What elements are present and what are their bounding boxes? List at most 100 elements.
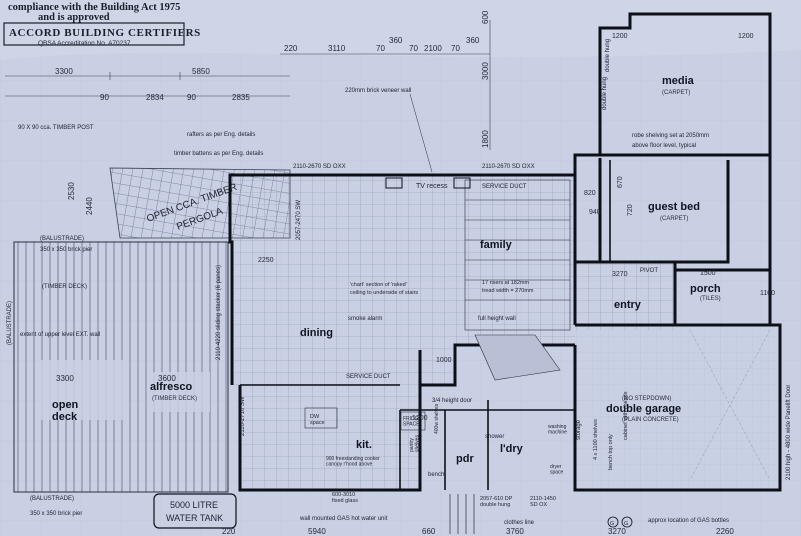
balustrade-bottom: (BALUSTRADE) bbox=[30, 496, 74, 502]
dim-3300-deck: 3300 bbox=[56, 374, 74, 383]
dim-3270-b: 3270 bbox=[608, 527, 626, 536]
door-2670-b: 2110-2670 SD OXX bbox=[482, 164, 535, 170]
brick-pier-top: 350 x 350 brick pier bbox=[40, 247, 92, 253]
timber-post-note: 90 X 90 cca. TIMBER POST bbox=[18, 125, 94, 131]
dim-2250: 2250 bbox=[258, 257, 274, 264]
extent-upper-note: extent of upper level EXT. wall bbox=[20, 332, 100, 338]
dim-2530: 2530 bbox=[67, 182, 76, 200]
balustrade-top: (BALUSTRADE) bbox=[40, 236, 84, 242]
smoke-alarm: smoke alarm bbox=[348, 316, 382, 322]
cabinet-note: cabinet with r'heads bbox=[623, 391, 629, 440]
gas-bottle-2 bbox=[621, 516, 633, 528]
brick-veneer-note: 220mm brick veneer wall bbox=[345, 88, 411, 94]
entry-steps bbox=[449, 494, 475, 534]
dw-box bbox=[304, 407, 338, 429]
alfresco-sub: (TIMBER DECK) bbox=[152, 396, 197, 402]
dim-360: 360 bbox=[389, 36, 403, 45]
certifier-line1: compliance with the Building Act 1975 bbox=[8, 2, 180, 13]
garage-floor bbox=[575, 325, 780, 490]
dim-2835: 2835 bbox=[232, 93, 250, 102]
height-door: 3/4 height door bbox=[432, 398, 472, 404]
tv-recess-box-1 bbox=[385, 177, 403, 189]
balustrade-side: (BALUSTRADE) bbox=[7, 301, 13, 345]
service-duct-top: SERVICE DUCT bbox=[482, 184, 527, 190]
gas-g1: G bbox=[610, 521, 614, 527]
shower-label: shower bbox=[485, 434, 504, 440]
certifier-name: ACCORD BUILDING CERTIFIERS bbox=[9, 27, 201, 39]
room-family: family bbox=[480, 239, 513, 251]
dim-3760: 3760 bbox=[506, 527, 524, 536]
media-window-1: double hung bbox=[605, 39, 611, 72]
certifier-stamp: compliance with the Building Act 1975 an… bbox=[3, 2, 201, 47]
dim-1800: 1800 bbox=[481, 130, 490, 148]
alfresco-label-bg bbox=[148, 372, 210, 412]
clothes-line: clothes line bbox=[504, 520, 535, 526]
dim-90-b: 90 bbox=[187, 93, 196, 102]
dim-660: 660 bbox=[422, 527, 436, 536]
dim-820: 820 bbox=[584, 190, 596, 197]
door-2710: 2110-2710 SW bbox=[240, 396, 246, 436]
timber-deck-note: (TIMBER DECK) bbox=[42, 284, 87, 290]
ceiling-note-1: 'chart' section of 'raked' bbox=[350, 282, 407, 288]
tiled-floor bbox=[232, 175, 575, 490]
media-window-2: double hung bbox=[602, 77, 608, 110]
room-alfresco: alfresco bbox=[150, 381, 192, 393]
garage-diagonal-2 bbox=[689, 329, 771, 481]
shelves-garage: 4 x 1100 shelves bbox=[593, 419, 599, 460]
dim-220-b: 220 bbox=[222, 527, 236, 536]
pantry-shelves: pantryshelves bbox=[409, 435, 421, 452]
dim-720: 720 bbox=[627, 204, 634, 216]
dim-600: 600 bbox=[481, 10, 490, 24]
room-media: media bbox=[662, 75, 695, 87]
media-sub: (CARPET) bbox=[662, 90, 690, 96]
gas-bottle-1 bbox=[607, 516, 619, 528]
dim-90-a: 90 bbox=[100, 93, 109, 102]
water-tank bbox=[153, 493, 237, 529]
inner-walls bbox=[240, 160, 611, 490]
bench-top-only: bench top only bbox=[608, 434, 614, 470]
tank-line1: 5000 LITRE bbox=[170, 500, 218, 510]
garage-note: (NO STEPDOWN) bbox=[622, 396, 671, 402]
tv-recess-box-2 bbox=[453, 177, 471, 189]
dim-5850: 5850 bbox=[192, 67, 210, 76]
dim-70-b: 70 bbox=[409, 44, 418, 53]
stairs bbox=[464, 179, 571, 381]
door-2670-a: 2110-2670 SD OXX bbox=[293, 164, 346, 170]
certifier-line2: and is approved bbox=[38, 12, 110, 23]
dim-360-b: 360 bbox=[466, 36, 480, 45]
garage-sub: (PLAIN CONCRETE) bbox=[622, 417, 679, 423]
dim-670: 670 bbox=[617, 176, 624, 188]
brick-pier-bottom: 350 x 350 brick pier bbox=[30, 511, 82, 517]
ceiling-note-2: ceiling to underside of stairs bbox=[350, 290, 418, 296]
dim-3000: 3000 bbox=[481, 62, 490, 80]
tv-recess: TV recess bbox=[416, 183, 448, 190]
room-entry: entry bbox=[614, 299, 642, 311]
certifier-box bbox=[3, 22, 185, 46]
dim-1500: 1500 bbox=[700, 270, 716, 277]
dim-3110: 3110 bbox=[328, 44, 346, 53]
dim-1000: 1000 bbox=[436, 357, 452, 364]
dim-1100: 1100 bbox=[760, 290, 775, 297]
robe-shelving: robe shelving set at 2050mm bbox=[632, 133, 709, 139]
gas-g2: G bbox=[624, 521, 628, 527]
service-duct-mid: SERVICE DUCT bbox=[346, 374, 391, 380]
room-porch: porch bbox=[690, 283, 721, 295]
dim-2834: 2834 bbox=[146, 93, 164, 102]
open-deck-label-bg bbox=[40, 360, 124, 420]
room-dining: dining bbox=[300, 327, 333, 339]
storage-label: storage bbox=[576, 419, 582, 440]
room-guest-bed: guest bed bbox=[648, 201, 700, 213]
hot-water-note: wall mounted GAS hot water unit bbox=[299, 516, 388, 522]
entry-floor bbox=[575, 260, 675, 330]
dim-3270: 3270 bbox=[612, 271, 628, 278]
rafters-note: rafters as per Eng. details bbox=[187, 132, 255, 138]
dim-1200-b: 1200 bbox=[738, 33, 754, 40]
stair-note-1: 17 risers at 182mm bbox=[482, 280, 529, 286]
